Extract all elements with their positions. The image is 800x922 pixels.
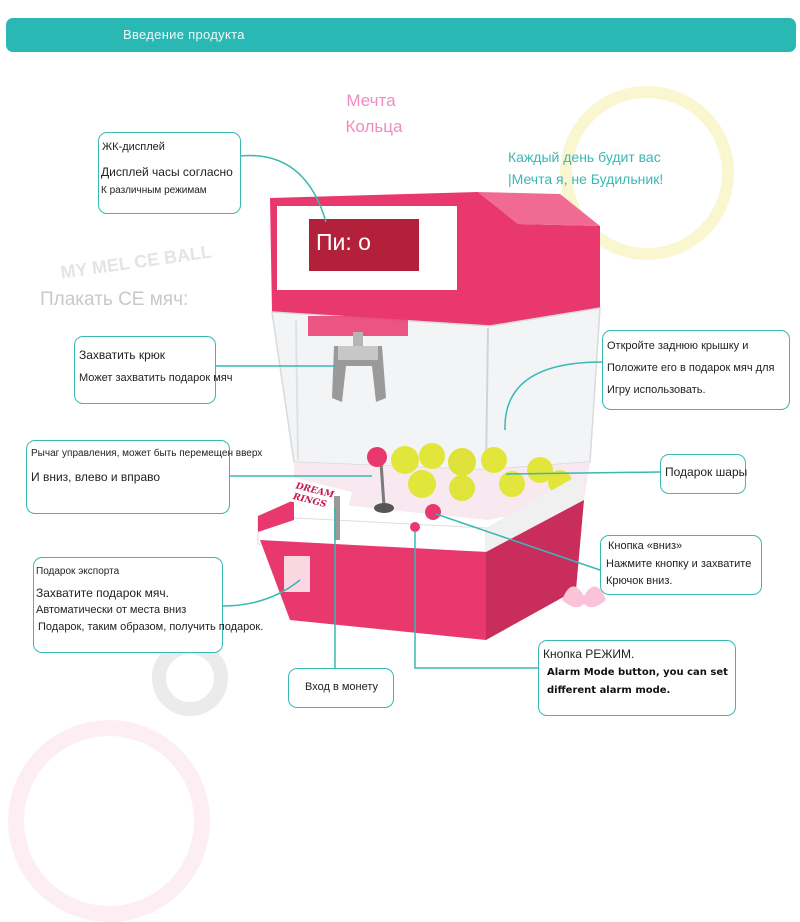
- callout-lcd-line2: К различным режимам: [101, 185, 207, 196]
- slogan-line1: Каждый день будит вас: [508, 149, 661, 165]
- callout-coin: Вход в монету: [288, 668, 394, 708]
- side-label: Плакать СЕ мяч:: [40, 289, 189, 310]
- callout-balls: Подарок шары: [660, 454, 748, 494]
- callout-hook-line1: Захватить крюк: [79, 348, 166, 362]
- claw-machine-illustration: DREAM RINGS: [215, 154, 661, 669]
- callout-coin-label: Вход в монету: [305, 681, 379, 693]
- callout-lever-line2: И вниз, влево и вправо: [31, 470, 161, 484]
- callout-down-line1: Кнопка «вниз»: [608, 540, 683, 552]
- callout-lcd-line1: Дисплей часы согласно: [101, 165, 233, 179]
- callout-lever: Рычаг управления, может быть перемещен в…: [26, 440, 262, 514]
- slogan-line2: |Мечта я, не Будильник!: [508, 171, 664, 187]
- header-bar: [6, 18, 796, 52]
- callout-hook: Захватить крюк Может захватить подарок м…: [74, 336, 232, 404]
- callout-lcd: ЖК-дисплей Дисплей часы согласно К разли…: [98, 132, 241, 214]
- callout-export-title: Подарок экспорта: [36, 566, 120, 577]
- callout-mode-line1: Кнопка РЕЖИМ.: [543, 647, 635, 661]
- callout-down-button: Кнопка «вниз» Нажмите кнопку и захватите…: [600, 535, 762, 595]
- callout-mode-line2: Alarm Mode button, you can set: [547, 667, 728, 678]
- lcd-display-readout: Пи: о: [316, 229, 371, 255]
- callout-back-line2: Положите его в подарок мяч для: [607, 362, 775, 374]
- callout-export: Подарок экспорта Захватите подарок мяч. …: [33, 557, 263, 653]
- callout-lcd-title: ЖК-дисплей: [102, 141, 165, 153]
- callout-down-line2: Нажмите кнопку и захватите: [606, 558, 752, 570]
- callout-balls-label: Подарок шары: [665, 465, 748, 479]
- callout-mode-button: Кнопка РЕЖИМ. Alarm Mode button, you can…: [538, 640, 736, 716]
- header-title: Введение продукта: [123, 27, 245, 42]
- callout-mode-line3: different alarm mode.: [547, 685, 671, 696]
- callout-export-line2: Автоматически от места вниз: [36, 604, 187, 616]
- callout-hook-line2: Может захватить подарок мяч: [79, 372, 233, 384]
- callout-export-line3: Подарок, таким образом, получить подарок…: [38, 621, 264, 633]
- callout-back-line3: Игру использовать.: [607, 384, 706, 396]
- brand-title-line2: Кольца: [345, 117, 403, 136]
- callout-back-cover: Откройте заднюю крышку и Положите его в …: [602, 330, 790, 410]
- brand-title-line1: Мечта: [346, 91, 396, 110]
- callout-back-line1: Откройте заднюю крышку и: [607, 340, 749, 352]
- callout-lever-line1: Рычаг управления, может быть перемещен в…: [31, 448, 263, 459]
- callout-down-line3: Крючок вниз.: [606, 575, 673, 587]
- callout-export-line1: Захватите подарок мяч.: [36, 586, 169, 600]
